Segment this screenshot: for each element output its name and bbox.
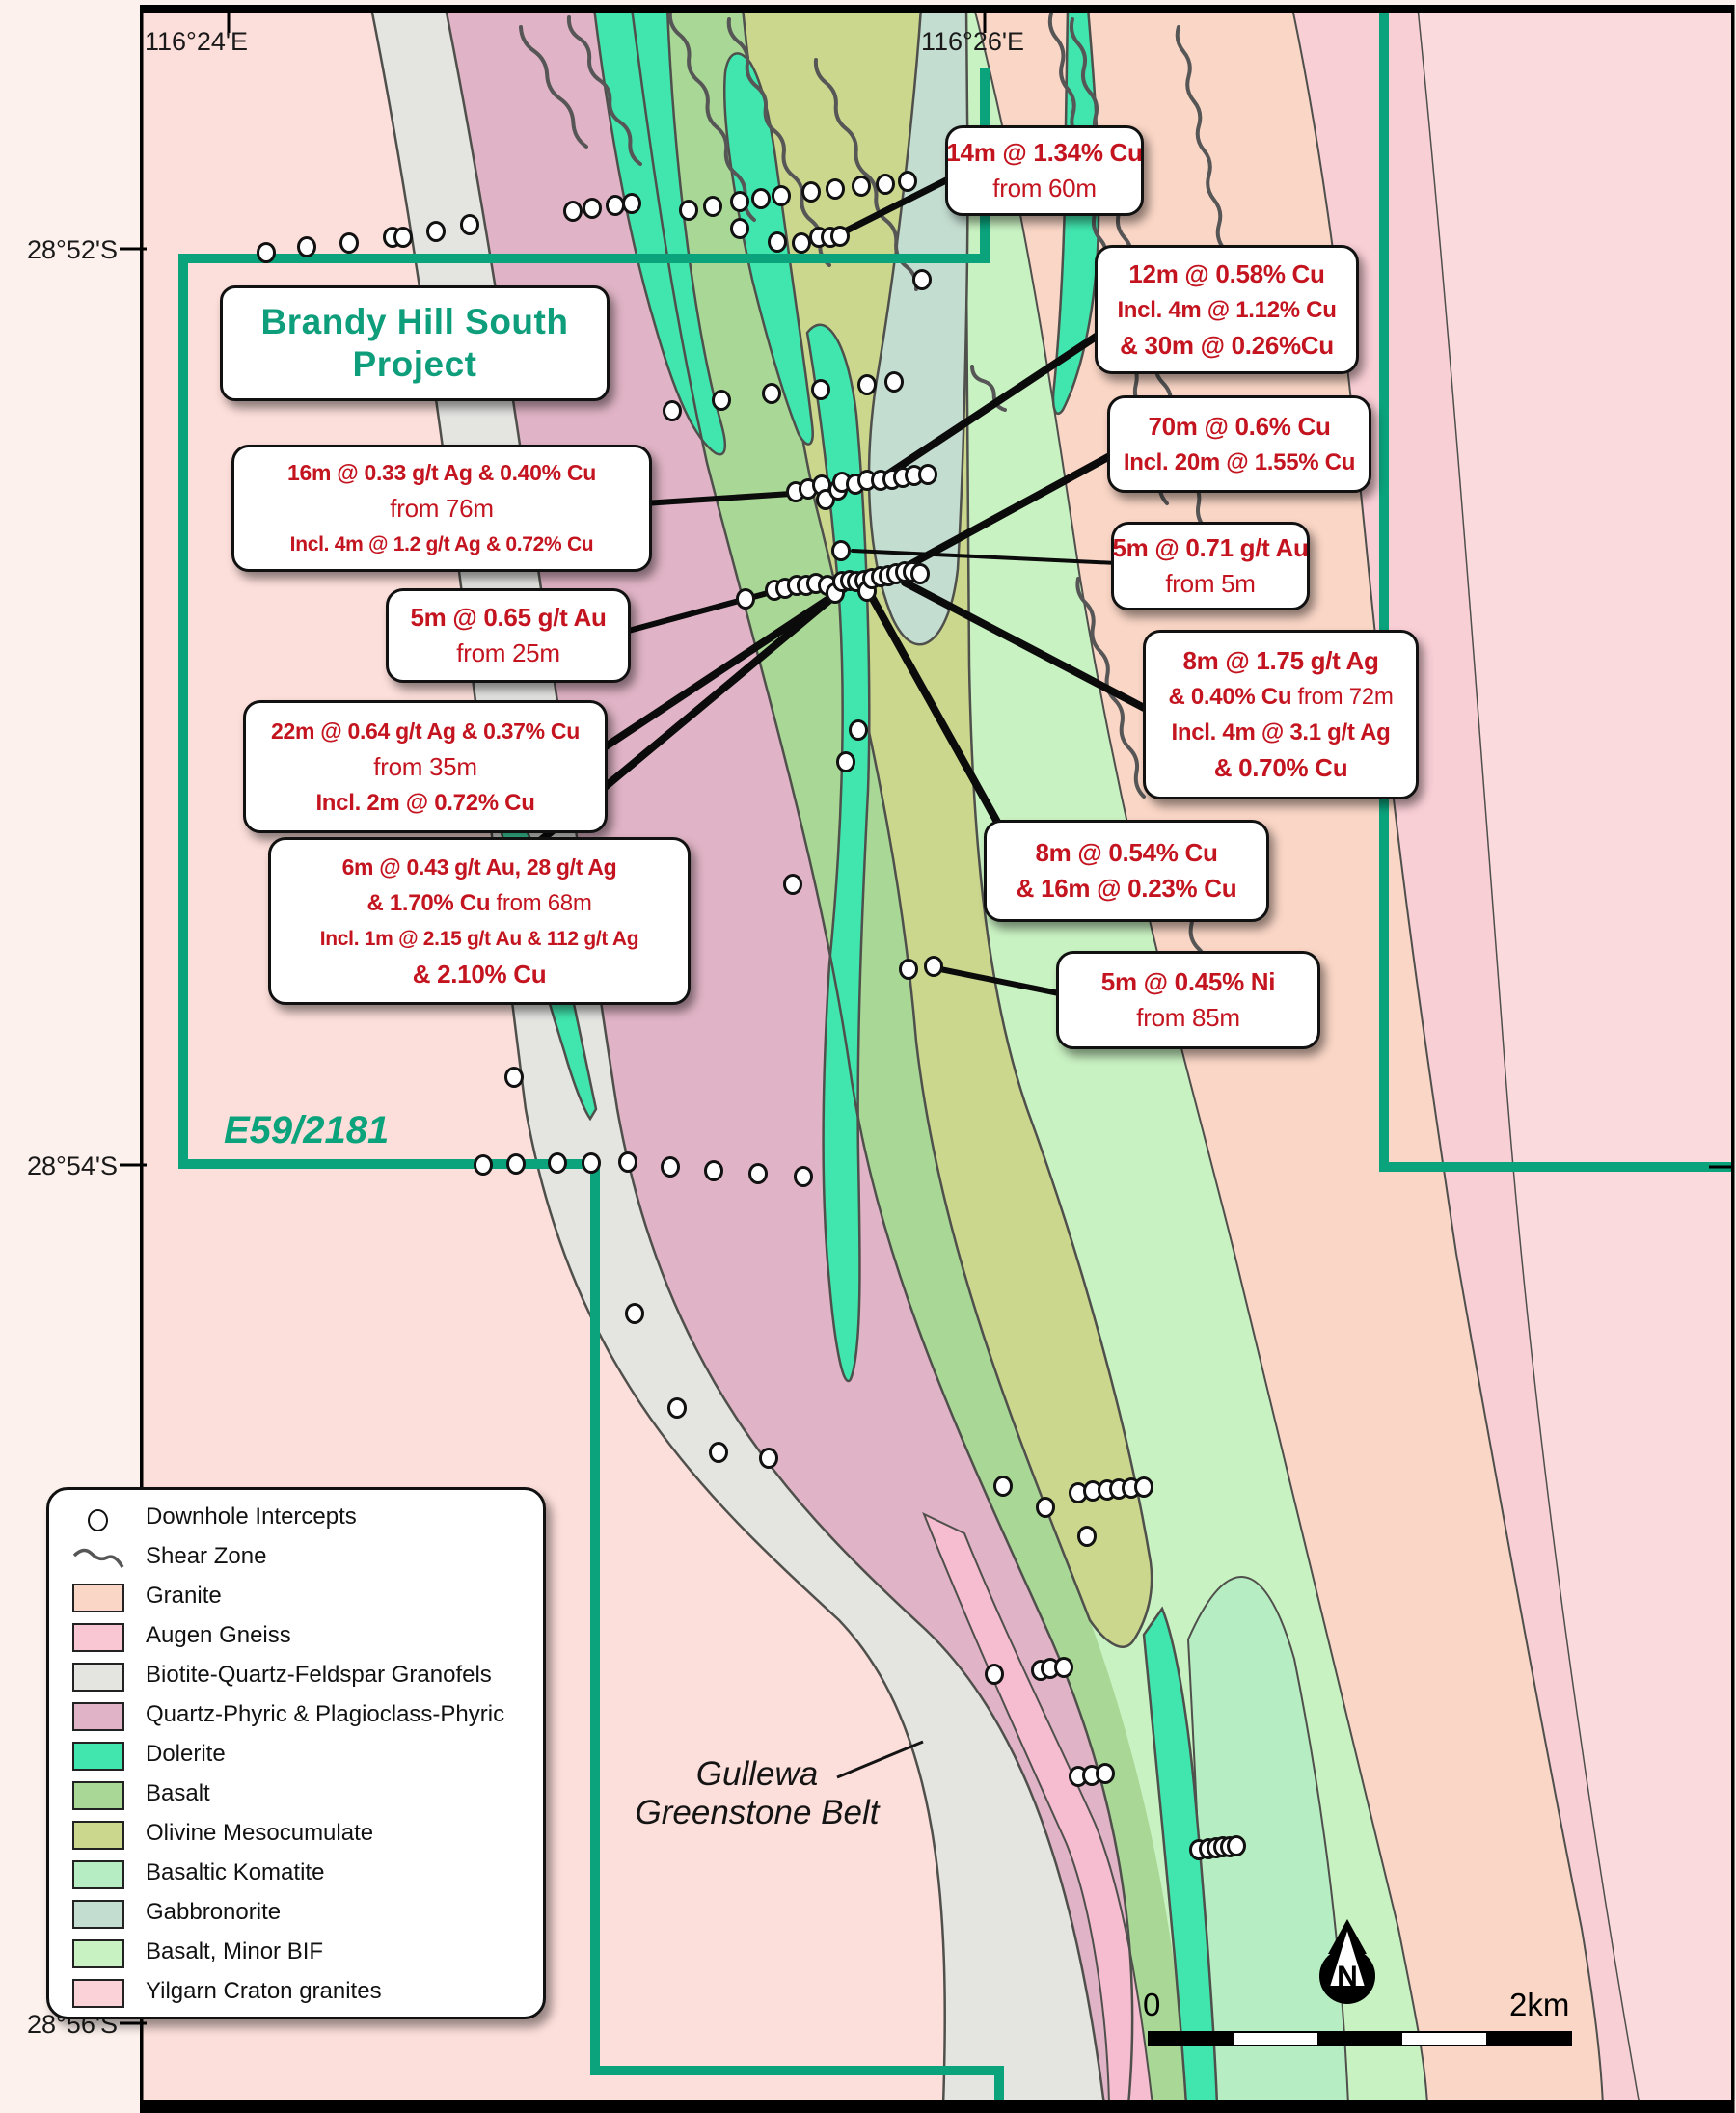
downhole-intercept	[504, 1067, 524, 1088]
greenstone-belt-pointer	[836, 1740, 924, 1779]
downhole-intercept	[783, 874, 802, 895]
downhole-intercept	[985, 1664, 1004, 1685]
downhole-intercept	[1134, 1476, 1153, 1498]
downhole-intercept	[1036, 1497, 1055, 1518]
downhole-intercept	[1227, 1835, 1246, 1856]
downhole-intercept	[794, 1166, 813, 1187]
downhole-intercept	[730, 191, 749, 212]
downhole-intercept	[257, 242, 276, 263]
downhole-intercept	[703, 196, 722, 217]
downhole-intercept	[709, 1442, 728, 1463]
downhole-intercept	[1096, 1763, 1115, 1784]
shear-zone	[519, 25, 588, 149]
downhole-intercept	[661, 1156, 680, 1178]
downhole-intercept	[811, 379, 830, 400]
yilgarn-granite-east	[1418, 8, 1731, 2105]
downhole-intercept	[849, 719, 868, 741]
tenement-boundary	[178, 68, 1004, 2105]
downhole-intercept	[857, 374, 877, 395]
downhole-intercept	[667, 1397, 687, 1419]
downhole-intercept	[1054, 1657, 1073, 1678]
downhole-intercept	[618, 1151, 637, 1173]
downhole-intercept	[792, 232, 811, 254]
downhole-intercept	[506, 1153, 526, 1175]
downhole-intercept	[993, 1476, 1013, 1497]
downhole-intercept	[736, 588, 755, 610]
downhole-intercept	[622, 193, 641, 214]
downhole-intercept	[748, 1163, 768, 1184]
callout-pointer	[851, 549, 1119, 565]
callout-pointer	[641, 491, 794, 506]
shear-zone	[813, 58, 919, 291]
downhole-intercept	[762, 383, 781, 404]
callout-pointer	[937, 966, 1062, 996]
callout-pointer	[881, 447, 1123, 582]
geology-layers	[178, 8, 1731, 2105]
downhole-intercept	[393, 227, 413, 248]
map-frame	[120, 5, 1735, 2113]
downhole-intercept	[426, 221, 446, 242]
downhole-intercept	[625, 1303, 644, 1324]
downhole-intercept	[606, 195, 625, 216]
downhole-intercept	[912, 269, 932, 290]
downhole-intercept	[924, 956, 943, 977]
shear-zone	[566, 15, 642, 166]
tenement-boundary	[1379, 8, 1731, 1172]
callout-pointer	[872, 324, 1113, 486]
downhole-intercept	[679, 200, 698, 221]
downhole-intercept	[339, 232, 359, 254]
dolerite-lens-2	[722, 52, 814, 446]
downhole-intercept	[460, 214, 479, 235]
downhole-intercept	[826, 178, 845, 200]
downhole-intercept	[801, 181, 821, 203]
dolerite-lens-1	[592, 8, 727, 456]
shear-zone	[726, 17, 831, 267]
downhole-intercept	[918, 464, 937, 485]
downhole-intercept	[830, 226, 850, 247]
geology-contour	[1417, 8, 1641, 2105]
downhole-intercept	[768, 231, 787, 253]
callout-pointer	[596, 584, 849, 754]
downhole-intercept	[759, 1448, 778, 1469]
callout-pointer	[864, 586, 1002, 827]
downhole-intercept	[899, 959, 918, 980]
downhole-intercept	[910, 563, 930, 584]
downhole-intercept	[582, 1152, 601, 1174]
downhole-intercept	[712, 390, 731, 411]
downhole-intercept	[772, 185, 791, 206]
downhole-intercept	[548, 1152, 567, 1174]
downhole-intercept	[751, 188, 771, 209]
downhole-intercept	[474, 1154, 493, 1176]
downhole-intercepts	[257, 171, 1246, 1860]
downhole-intercept	[704, 1160, 723, 1181]
downhole-intercept	[831, 540, 851, 561]
downhole-intercept	[583, 198, 602, 219]
downhole-intercept	[1077, 1526, 1097, 1547]
north-letter: N	[1337, 1961, 1358, 1992]
downhole-intercept	[876, 174, 895, 195]
downhole-intercept	[297, 236, 316, 257]
callout-pointer	[827, 176, 952, 242]
north-arrow: N	[1319, 1919, 1375, 2004]
augen-gneiss-sliver	[922, 1511, 1154, 2105]
callout-pointer	[901, 579, 1153, 715]
downhole-intercept	[836, 751, 855, 772]
shear-zone	[667, 10, 756, 222]
downhole-intercept	[884, 371, 904, 393]
downhole-intercept	[898, 171, 917, 192]
downhole-intercept	[663, 400, 682, 421]
downhole-intercept	[852, 176, 871, 197]
downhole-intercept	[730, 218, 749, 239]
downhole-intercept	[563, 201, 583, 222]
